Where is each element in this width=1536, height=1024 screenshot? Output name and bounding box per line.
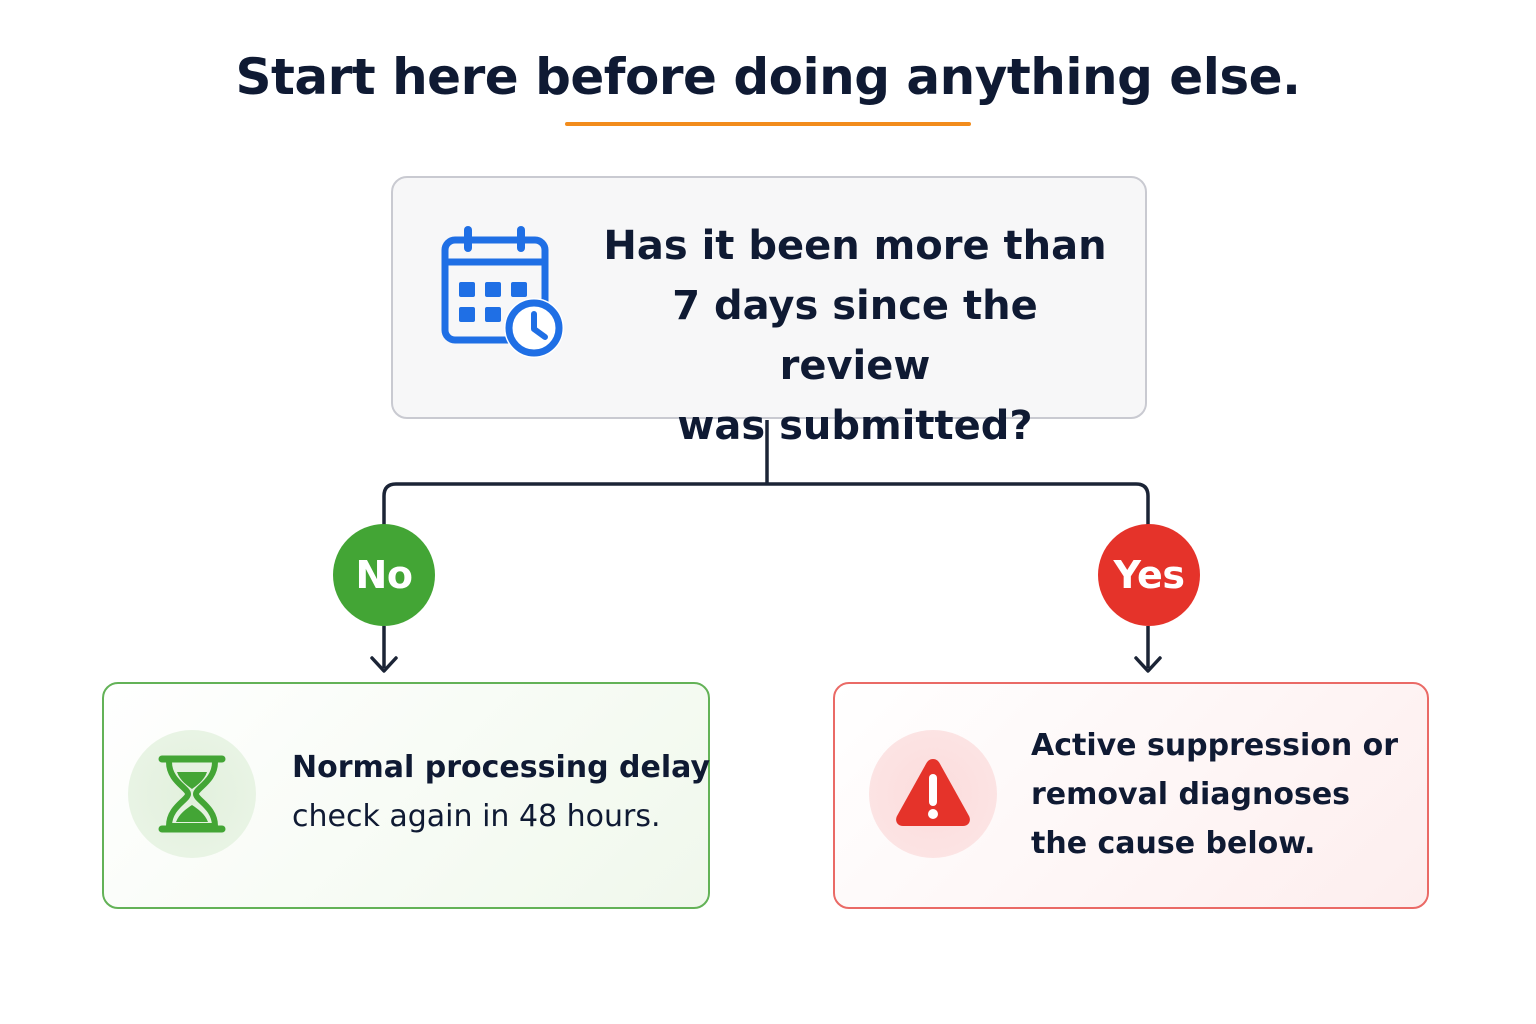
hourglass-icon bbox=[158, 755, 226, 833]
no-result-card: Normal processing delay check again in 4… bbox=[102, 682, 710, 909]
arrowhead-no bbox=[370, 656, 398, 673]
yes-result-text: Active suppression or removal diagnoses … bbox=[1031, 721, 1421, 868]
warning-icon-circle bbox=[869, 730, 997, 858]
yes-result-line: Active suppression or bbox=[1031, 728, 1399, 763]
arrowhead-yes bbox=[1134, 656, 1162, 673]
question-line: was submitted? bbox=[677, 403, 1033, 449]
connector-split bbox=[382, 482, 1150, 528]
yes-result-line: the cause below. bbox=[1031, 826, 1316, 861]
calendar-clock-icon bbox=[441, 226, 564, 358]
no-badge: No bbox=[333, 524, 435, 626]
question-line: 7 days since the review bbox=[672, 283, 1038, 389]
no-result-line: check again in 48 hours. bbox=[292, 799, 661, 834]
question-text: Has it been more than 7 days since the r… bbox=[603, 216, 1107, 456]
question-line: Has it been more than bbox=[603, 223, 1107, 269]
yes-badge: Yes bbox=[1098, 524, 1200, 626]
no-result-text: Normal processing delay check again in 4… bbox=[292, 743, 711, 841]
page-title: Start here before doing anything else. bbox=[235, 48, 1301, 106]
warning-icon bbox=[896, 759, 970, 826]
yes-result-line: removal diagnoses bbox=[1031, 777, 1351, 812]
yes-result-card: Active suppression or removal diagnoses … bbox=[833, 682, 1429, 909]
question-card: Has it been more than 7 days since the r… bbox=[391, 176, 1147, 449]
no-result-line: Normal processing delay bbox=[292, 750, 711, 785]
hourglass-icon-circle bbox=[128, 730, 256, 858]
title-underline bbox=[565, 122, 971, 126]
